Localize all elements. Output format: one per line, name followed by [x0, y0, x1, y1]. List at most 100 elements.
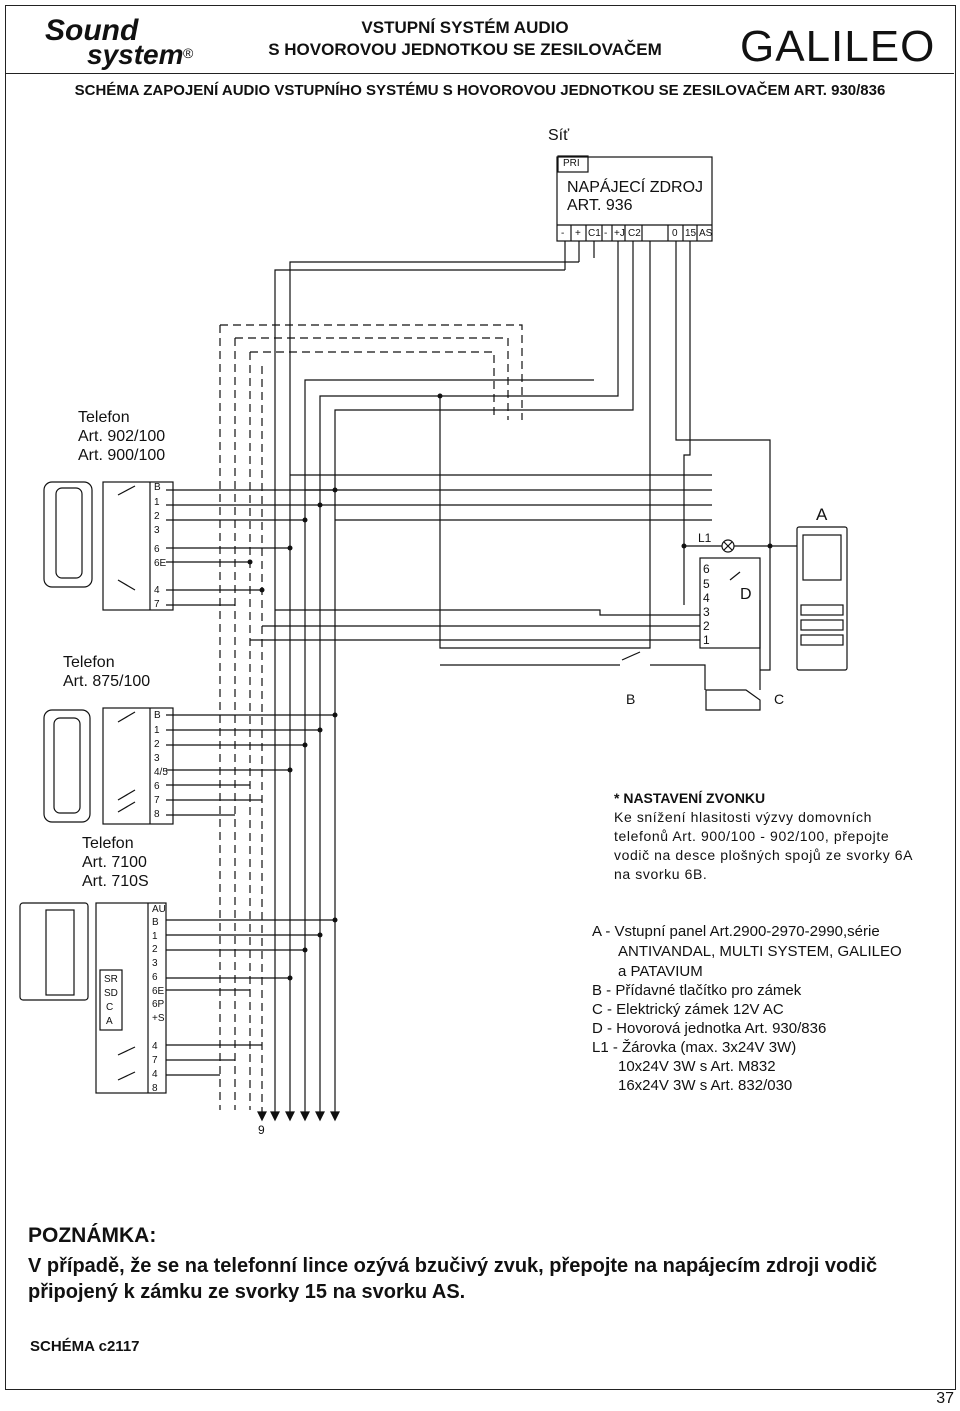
phone-2-art: Art. 875/100 — [63, 673, 151, 690]
legend-item: 10x24V 3W s Art. M832 — [618, 1058, 776, 1075]
solid-bus — [250, 246, 771, 1112]
phone-3-terminal: 1 — [152, 931, 158, 942]
ps-terminal: 0 — [672, 228, 678, 239]
bell-note-line: telefonů Art. 900/100 - 902/100, přepojt… — [614, 828, 890, 844]
legend-item: A - Vstupní panel Art.2900-2970-2990,sér… — [592, 923, 880, 940]
phone-3-terminal: AU — [152, 904, 166, 915]
legend-item: a PATAVIUM — [618, 963, 703, 980]
panel-speaker-grille — [802, 534, 842, 581]
phone-2-terminal: 2 — [154, 739, 160, 750]
note-title: POZNÁMKA: — [28, 1224, 157, 1247]
legend-item: 16x24V 3W s Art. 832/030 — [618, 1077, 793, 1094]
sound-system-logo-bottom: system — [87, 39, 184, 70]
phone-1-terminal: 6E — [154, 558, 167, 569]
phone-3-terminal: 4 — [152, 1041, 158, 1052]
phone-2-terminal: 6 — [154, 781, 160, 792]
bell-note-line: Ke snížení hlasitosti výzvy domovních — [614, 809, 872, 825]
schema-code: SCHÉMA c2117 — [30, 1338, 140, 1355]
sound-system-logo-top: Sound — [45, 14, 139, 47]
phone-3-side-terminal: C — [106, 1002, 114, 1013]
power-supply-name-2: ART. 936 — [567, 197, 633, 214]
phone-3-terminal: 7 — [152, 1055, 158, 1066]
bell-note-body: Ke snížení hlasitosti výzvy domovních te… — [614, 808, 913, 884]
phone-2-terminal: 8 — [154, 809, 160, 820]
legend-item: B - Přídavné tlačítko pro zámek — [592, 982, 802, 999]
phone-3-terminal: 8 — [152, 1083, 158, 1094]
phone-1-terminal: 6 — [154, 544, 160, 555]
unit-terminal: 2 — [703, 619, 710, 633]
phone-3-terminal: +S — [152, 1013, 165, 1024]
ps-terminal: +J — [614, 228, 625, 239]
ps-terminal: - — [561, 228, 565, 239]
bell-note-line: vodič na desce plošných spojů ze svorky … — [614, 847, 914, 863]
phone-2-terminal: 4/5 — [154, 767, 168, 778]
phone-2-label: Telefon — [63, 654, 115, 671]
phone-3-terminal: 6P — [152, 999, 165, 1010]
phone-3-art2: Art. 710S — [82, 873, 149, 890]
legend-item: ANTIVANDAL, MULTI SYSTEM, GALILEO — [618, 943, 902, 960]
galileo-logo: GALILEO — [740, 22, 936, 71]
phone-2-body — [43, 709, 91, 823]
phone-3-terminal: 2 — [152, 944, 158, 955]
phone-1-art2: Art. 900/100 — [78, 447, 166, 464]
phone-1-terminal: 1 — [154, 497, 160, 508]
phone-3-terminal: 6 — [152, 972, 158, 983]
switch-contacts — [117, 485, 741, 1081]
registered-mark: ® — [183, 45, 194, 61]
ps-terminal: + — [575, 228, 581, 239]
phone-3-board — [95, 902, 167, 1094]
power-supply-box — [556, 156, 713, 242]
phone-1-terminal: 4 — [154, 585, 160, 596]
phone-3-body — [19, 902, 89, 1001]
phone-2-terminal: 7 — [154, 795, 160, 806]
note-text: V případě, že se na telefonní lince ozýv… — [28, 1255, 878, 1303]
label-c: C — [774, 691, 785, 707]
pri-label: PRI — [563, 158, 580, 169]
bell-note-title: * NASTAVENÍ ZVONKU — [614, 790, 766, 806]
ps-terminal: C2 — [628, 228, 641, 239]
bell-note-line: na svorku 6B. — [614, 866, 708, 882]
label-b: B — [626, 691, 636, 707]
page-frame — [5, 5, 956, 1390]
unit-terminal: 5 — [703, 577, 710, 591]
schema-title: SCHÉMA ZAPOJENÍ AUDIO VSTUPNÍHO SYSTÉMU … — [74, 82, 886, 99]
phone-2-terminal: B — [154, 710, 161, 721]
phone-3-side-terminal: A — [106, 1016, 113, 1027]
phone-3-side-terminal: SR — [104, 974, 118, 985]
legend-item: C - Elektrický zámek 12V AC — [592, 1001, 784, 1018]
phone-wiring — [166, 489, 335, 1076]
phone-3-terminal: 6E — [152, 986, 165, 997]
mains-label: Síť — [548, 127, 570, 144]
label-a: A — [816, 505, 828, 524]
ground-label: 9 — [258, 1123, 265, 1137]
phone-3-art1: Art. 7100 — [82, 854, 147, 871]
phone-2-terminal: 3 — [154, 753, 160, 764]
entry-panel-a — [796, 526, 848, 671]
phone-1-art1: Art. 902/100 — [78, 428, 166, 445]
unit-terminal: 1 — [703, 633, 710, 647]
phone-3-side-terminal: SD — [104, 988, 118, 999]
legend-item: D - Hovorová jednotka Art. 930/836 — [592, 1020, 827, 1037]
ps-terminal: AS — [699, 228, 713, 239]
power-supply-name-1: NAPÁJECÍ ZDROJ — [567, 179, 704, 196]
phone-3-terminal: B — [152, 917, 159, 928]
phone-1-terminal: B — [154, 482, 161, 493]
phone-1-label: Telefon — [78, 409, 130, 426]
phone-1-terminal: 3 — [154, 525, 160, 536]
phone-1-board — [102, 481, 174, 611]
phone-1-terminal: 2 — [154, 511, 160, 522]
legend-item: L1 - Žárovka (max. 3x24V 3W) — [592, 1039, 797, 1056]
header-title-line1: VSTUPNÍ SYSTÉM AUDIO — [361, 18, 569, 37]
header-title: VSTUPNÍ SYSTÉM AUDIO S HOVOROVOU JEDNOTK… — [251, 17, 679, 61]
unit-d-label: D — [740, 586, 752, 603]
ps-terminal: 15 — [685, 228, 697, 239]
phone-2-terminal: 1 — [154, 725, 160, 736]
ps-terminal: C1 — [588, 228, 601, 239]
lamp-l1-label: L1 — [698, 531, 712, 545]
header-title-line2: S HOVOROVOU JEDNOTKOU SE ZESILOVAČEM — [268, 40, 662, 59]
phone-3-terminal: 3 — [152, 958, 158, 969]
phone-1-terminal: 7 — [154, 599, 160, 610]
phone-2-board — [102, 707, 174, 825]
electric-lock-c — [705, 689, 761, 711]
